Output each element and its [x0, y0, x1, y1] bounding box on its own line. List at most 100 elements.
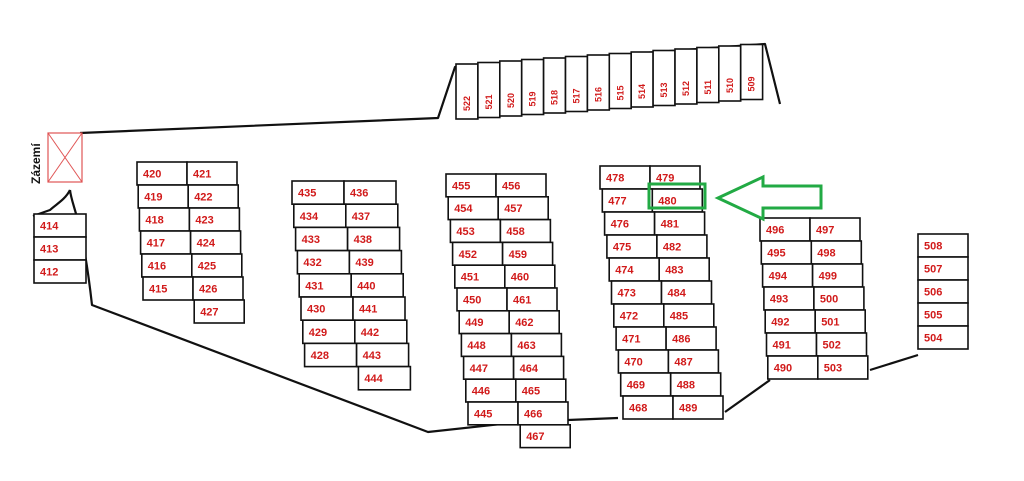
parking-slot-468[interactable]: 468 — [622, 395, 674, 420]
parking-slot-509[interactable]: 509 — [739, 43, 764, 101]
parking-slot-471[interactable]: 471 — [615, 326, 667, 351]
parking-slot-500[interactable]: 500 — [813, 286, 865, 311]
parking-slot-442[interactable]: 442 — [353, 319, 408, 345]
parking-slot-495[interactable]: 495 — [760, 240, 813, 265]
parking-slot-415[interactable]: 415 — [142, 276, 194, 301]
parking-slot-454[interactable]: 454 — [447, 196, 500, 221]
parking-slot-421[interactable]: 421 — [186, 161, 238, 186]
parking-slot-435[interactable]: 435 — [291, 180, 345, 206]
parking-slot-514[interactable]: 514 — [630, 51, 654, 108]
parking-slot-507[interactable]: 507 — [917, 256, 969, 281]
parking-slot-520[interactable]: 520 — [498, 60, 523, 117]
parking-slot-510[interactable]: 510 — [717, 45, 742, 102]
parking-slot-463[interactable]: 463 — [510, 332, 563, 358]
parking-slot-437[interactable]: 437 — [344, 203, 399, 229]
parking-slot-518[interactable]: 518 — [542, 57, 567, 114]
parking-slot-428[interactable]: 428 — [303, 342, 358, 368]
parking-slot-494[interactable]: 494 — [761, 263, 814, 288]
parking-slot-430[interactable]: 430 — [300, 296, 354, 322]
parking-slot-493[interactable]: 493 — [763, 286, 815, 311]
parking-slot-472[interactable]: 472 — [612, 303, 665, 328]
parking-slot-453[interactable]: 453 — [449, 218, 502, 244]
parking-slot-470[interactable]: 470 — [617, 349, 670, 374]
parking-slot-455[interactable]: 455 — [445, 173, 497, 198]
parking-slot-440[interactable]: 440 — [350, 272, 405, 298]
parking-slot-489[interactable]: 489 — [672, 395, 724, 420]
parking-slot-477[interactable]: 477 — [601, 188, 654, 213]
parking-slot-491[interactable]: 491 — [765, 332, 818, 357]
parking-slot-490[interactable]: 490 — [766, 355, 819, 380]
parking-slot-473[interactable]: 473 — [610, 280, 663, 305]
parking-slot-443[interactable]: 443 — [355, 342, 410, 368]
parking-slot-517[interactable]: 517 — [564, 55, 589, 113]
parking-slot-476[interactable]: 476 — [603, 211, 656, 236]
parking-slot-503[interactable]: 503 — [816, 355, 869, 380]
parking-slot-441[interactable]: 441 — [352, 296, 406, 322]
parking-slot-423[interactable]: 423 — [188, 207, 241, 232]
parking-slot-420[interactable]: 420 — [136, 161, 188, 186]
parking-slot-499[interactable]: 499 — [811, 263, 864, 288]
parking-slot-466[interactable]: 466 — [517, 401, 569, 426]
parking-slot-450[interactable]: 450 — [456, 287, 508, 312]
parking-slot-511[interactable]: 511 — [696, 46, 720, 104]
parking-slot-424[interactable]: 424 — [189, 230, 242, 255]
parking-slot-492[interactable]: 492 — [764, 309, 817, 334]
parking-slot-501[interactable]: 501 — [814, 309, 867, 334]
parking-slot-469[interactable]: 469 — [619, 372, 672, 397]
parking-slot-447[interactable]: 447 — [462, 355, 515, 380]
parking-slot-498[interactable]: 498 — [810, 240, 863, 265]
parking-slot-425[interactable]: 425 — [191, 253, 243, 278]
parking-slot-497[interactable]: 497 — [809, 217, 861, 242]
parking-slot-479[interactable]: 479 — [649, 165, 701, 190]
parking-slot-464[interactable]: 464 — [512, 355, 565, 380]
parking-slot-508[interactable]: 508 — [917, 233, 969, 258]
parking-slot-461[interactable]: 461 — [506, 287, 558, 312]
parking-slot-416[interactable]: 416 — [141, 253, 193, 278]
parking-slot-433[interactable]: 433 — [294, 226, 349, 252]
parking-slot-467[interactable]: 467 — [519, 423, 572, 449]
parking-slot-436[interactable]: 436 — [343, 180, 397, 206]
parking-slot-502[interactable]: 502 — [815, 332, 868, 357]
parking-slot-438[interactable]: 438 — [346, 226, 401, 252]
parking-slot-504[interactable]: 504 — [917, 325, 969, 350]
parking-slot-434[interactable]: 434 — [292, 203, 347, 229]
parking-slot-449[interactable]: 449 — [458, 309, 511, 335]
parking-slot-460[interactable]: 460 — [503, 264, 556, 289]
parking-slot-462[interactable]: 462 — [508, 309, 561, 335]
parking-slot-418[interactable]: 418 — [138, 207, 191, 232]
parking-slot-446[interactable]: 446 — [464, 378, 517, 403]
parking-slot-412[interactable]: 412 — [33, 259, 87, 284]
parking-slot-519[interactable]: 519 — [520, 58, 545, 116]
parking-slot-513[interactable]: 513 — [652, 49, 676, 107]
parking-slot-414[interactable]: 414 — [33, 213, 87, 238]
parking-slot-486[interactable]: 486 — [665, 326, 717, 351]
parking-slot-522[interactable]: 522 — [455, 63, 479, 120]
parking-slot-431[interactable]: 431 — [298, 272, 353, 298]
parking-slot-445[interactable]: 445 — [467, 401, 519, 426]
parking-slot-444[interactable]: 444 — [357, 365, 412, 391]
parking-slot-488[interactable]: 488 — [669, 372, 722, 397]
parking-slot-496[interactable]: 496 — [759, 217, 811, 242]
parking-slot-485[interactable]: 485 — [662, 303, 715, 328]
parking-slot-482[interactable]: 482 — [656, 234, 708, 259]
parking-slot-459[interactable]: 459 — [501, 241, 554, 266]
parking-slot-483[interactable]: 483 — [658, 257, 711, 282]
parking-slot-429[interactable]: 429 — [301, 319, 356, 345]
parking-slot-439[interactable]: 439 — [348, 249, 403, 275]
parking-slot-457[interactable]: 457 — [497, 196, 550, 221]
parking-slot-417[interactable]: 417 — [139, 230, 192, 255]
parking-slot-448[interactable]: 448 — [460, 332, 513, 358]
parking-slot-478[interactable]: 478 — [599, 165, 651, 190]
parking-slot-487[interactable]: 487 — [667, 349, 720, 374]
parking-slot-451[interactable]: 451 — [453, 264, 506, 289]
parking-slot-422[interactable]: 422 — [187, 184, 239, 209]
parking-slot-458[interactable]: 458 — [499, 218, 552, 244]
parking-slot-475[interactable]: 475 — [606, 234, 658, 259]
parking-slot-521[interactable]: 521 — [477, 61, 501, 119]
parking-slot-419[interactable]: 419 — [137, 184, 189, 209]
parking-slot-426[interactable]: 426 — [192, 276, 244, 301]
parking-slot-432[interactable]: 432 — [296, 249, 351, 275]
parking-slot-465[interactable]: 465 — [514, 378, 567, 403]
parking-slot-516[interactable]: 516 — [586, 54, 611, 111]
parking-slot-505[interactable]: 505 — [917, 302, 969, 327]
